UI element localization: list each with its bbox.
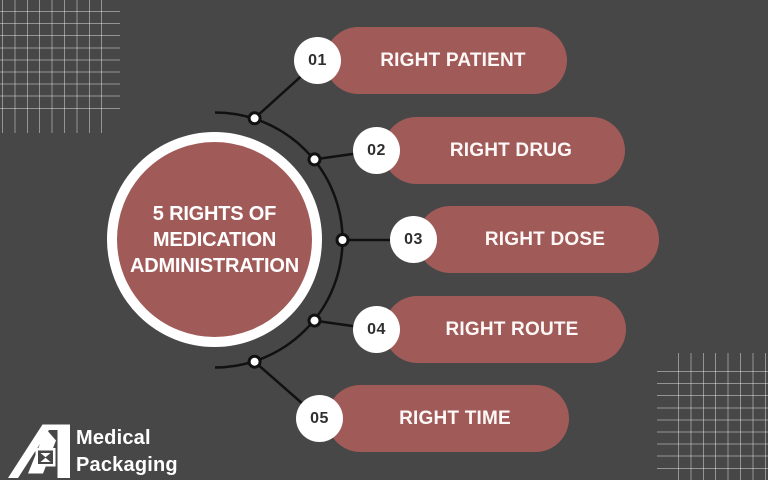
central-title: 5 RIGHTS OF MEDICATION ADMINISTRATION [130, 201, 299, 279]
pill-right-patient: RIGHT PATIENT [325, 27, 567, 94]
number-label: 03 [404, 230, 423, 248]
logo-hourglass-bottom [40, 457, 51, 462]
pill-right-route: RIGHT ROUTE [384, 296, 626, 363]
node-dot-4 [307, 313, 322, 328]
node-dot-3 [335, 233, 350, 247]
logo-hourglass-top [40, 453, 51, 458]
node-dot-5 [247, 354, 262, 369]
central-title-line-3: ADMINISTRATION [129, 254, 300, 277]
pill-right-dose: RIGHT DOSE [417, 206, 659, 273]
number-label: 01 [308, 51, 327, 69]
logo-text: Medical Packaging [76, 425, 178, 479]
pill-label: RIGHT ROUTE [445, 318, 579, 340]
pill-label: RIGHT TIME [399, 407, 511, 429]
pill-label: RIGHT DOSE [484, 228, 606, 250]
logo-text-line-1: Medical [76, 427, 151, 449]
node-dot-2 [307, 152, 322, 167]
number-badge-02: 02 [353, 127, 400, 174]
central-title-line-1: 5 RIGHTS OF [152, 202, 277, 225]
logo-left-leg [8, 424, 53, 478]
node-dot-1 [247, 111, 262, 126]
number-badge-04: 04 [353, 306, 400, 353]
central-title-line-2: MEDICATION [152, 228, 277, 251]
number-label: 02 [367, 141, 386, 159]
central-circle: 5 RIGHTS OF MEDICATION ADMINISTRATION [107, 132, 322, 347]
logo-mark [8, 424, 70, 478]
number-badge-01: 01 [294, 37, 341, 84]
logo-right-column [57, 424, 70, 478]
pill-label: RIGHT DRUG [449, 139, 573, 161]
number-label: 04 [367, 320, 386, 338]
pill-right-time: RIGHT TIME [327, 385, 569, 452]
pill-label: RIGHT PATIENT [380, 49, 526, 71]
logo-text-line-2: Packaging [76, 454, 178, 476]
number-label: 05 [310, 409, 329, 427]
number-badge-05: 05 [296, 395, 343, 442]
number-badge-03: 03 [390, 216, 437, 263]
pill-right-drug: RIGHT DRUG [383, 117, 625, 184]
